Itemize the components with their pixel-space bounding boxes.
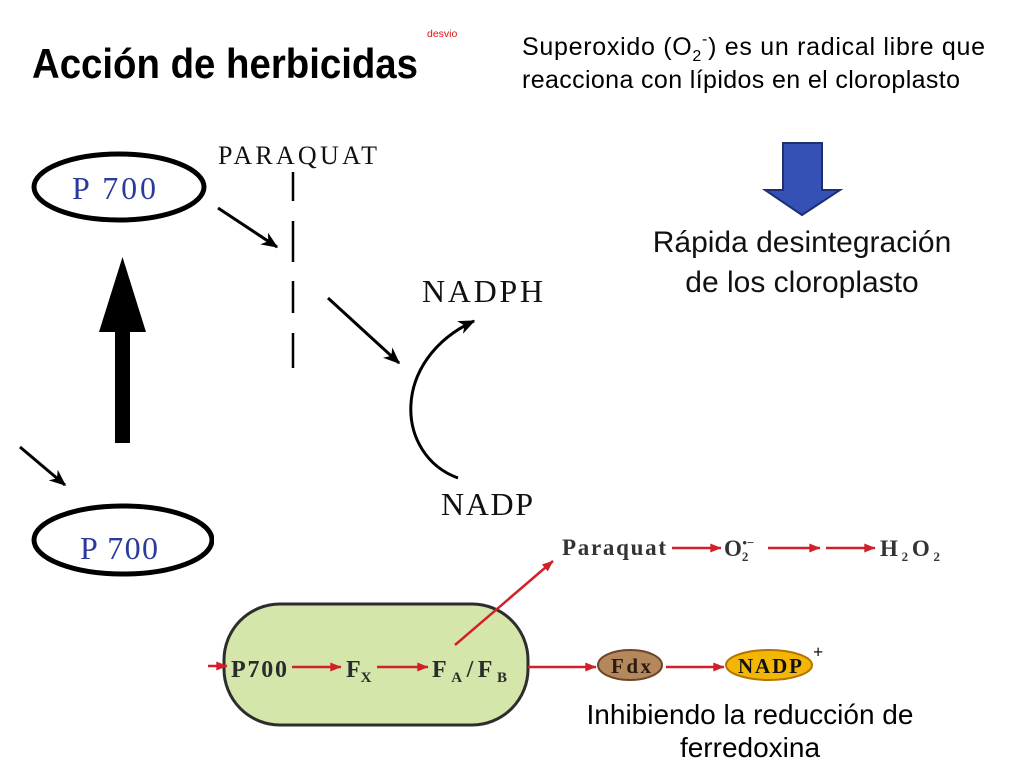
superoxide-letter: O [724,536,742,561]
p700-lower-ellipse [31,503,214,577]
excitation-arrow-head [99,257,146,332]
p700-upper-label: P 700 [72,170,156,206]
fb-subscript: B [497,670,507,686]
fx-letter: F [346,657,361,683]
arrow-paraquat-to-nadph [326,296,401,365]
arrow-p700-to-paraquat [217,206,279,249]
superoxide-note-prefix: Superoxido (O [522,33,692,61]
consequence-down-arrow [761,142,844,217]
peroxide-h-sub: 2 [902,549,909,564]
pathway-nadp-label: NADP [738,654,802,678]
p700-upper-ellipse [31,151,207,223]
superoxide-radical-charge: •− [742,535,754,550]
pathway-fx-label: FX [346,657,372,686]
fb-letter: F [478,657,493,683]
nadp-plus-sign: + [813,642,823,662]
arrow-into-p700-lower [19,445,67,487]
pathway-superoxide-label: O2•− [724,535,754,564]
consequence-line2: de los cloroplasto [685,266,918,299]
fa-subscript: A [451,670,462,686]
paraquat-label: PARAQUAT [218,141,377,170]
superoxide-note-line2: reacciona con lípidos en el cloroplasto [522,66,960,94]
nadph-label: NADPH [422,273,543,309]
peroxide-o-sub: 2 [934,549,941,564]
pathway-p700-label: P700 [231,657,287,683]
p700-lower-label: P 700 [80,530,158,566]
caption-line1: Inhibiendo la reducción de [587,699,914,730]
nadp-ellipse [725,649,813,681]
superoxide-subscript: 2 [692,48,701,65]
consequence-line1: Rápida desintegración [653,226,952,259]
pathway-paraquat-label: Paraquat [562,535,666,560]
nadp-label: NADP [441,486,533,522]
superoxide-sub: 2 [742,549,749,564]
superoxide-note-suffix: ) es un radical libre que [708,33,985,61]
peroxide-h: H [880,536,898,561]
slide-title: Acción de herbicidas [32,40,418,87]
fdx-label: Fdx [611,654,652,678]
fafb-slash: / [466,657,474,683]
pathway-arrow-fafb-to-paraquat [454,560,554,646]
curved-arrow-nadp-to-nadph [409,319,476,480]
superoxide-note-line1: Superoxido (O2-) es un radical libre que [522,31,985,65]
superoxide-superscript: - [702,31,707,48]
desvio-link[interactable]: desvio [427,28,458,40]
excitation-up-arrow [99,257,146,443]
peroxide-o: O [912,536,930,561]
fx-subscript: X [361,670,372,686]
caption-line2: ferredoxina [680,732,821,763]
fa-letter: F [432,657,447,683]
fdx-ellipse [597,649,663,681]
excitation-arrow-shaft [115,322,130,443]
